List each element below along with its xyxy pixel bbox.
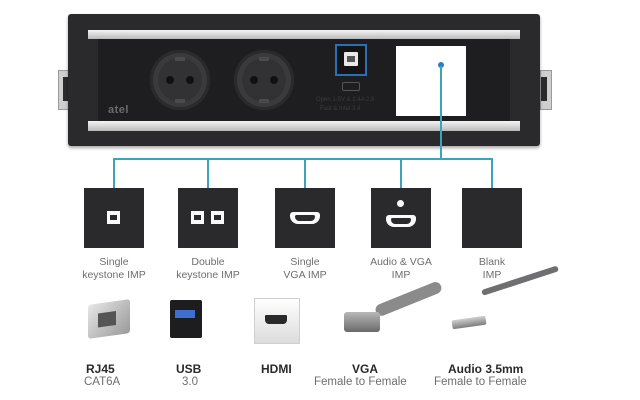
- aluminium-rail-top: [88, 30, 520, 39]
- tile-single-vga: [275, 188, 335, 248]
- highlighted-keystone-slot: [335, 44, 367, 76]
- audio-plug-image: [451, 315, 487, 330]
- accessory-title-hdmi: HDMI: [261, 362, 292, 376]
- connector-line-drop: [440, 66, 442, 160]
- module-slot-marker-icon: [438, 62, 444, 68]
- tile-single-keystone: [84, 188, 144, 248]
- vga-cable-image: [373, 280, 444, 318]
- right-mounting-clip: [540, 70, 552, 110]
- connector-line-2: [207, 158, 209, 188]
- usb-keystone-image: [170, 300, 202, 338]
- usb-caption-line1: Open 1-5V & 2.4A 2.8: [316, 97, 375, 103]
- rj45-keystone-image: [88, 299, 130, 339]
- schuko-socket-1: [150, 50, 210, 110]
- connector-line-3: [304, 158, 306, 188]
- aluminium-rail-bottom: [88, 121, 520, 131]
- audio-vga-icon: [386, 215, 416, 227]
- connector-line-4: [400, 158, 402, 188]
- audio-jack-icon: [397, 200, 404, 207]
- module-slot: [396, 46, 466, 116]
- double-keystone-icon: [211, 211, 224, 224]
- accessory-subtitle-usb: 3.0: [182, 376, 198, 388]
- tile-audio-vga: [371, 188, 431, 248]
- accessory-subtitle-vga: Female to Female: [314, 376, 407, 388]
- vga-port-icon: [290, 212, 320, 224]
- double-keystone-icon: [191, 211, 204, 224]
- usb-caption-line2: Fast & Intel 3.4: [320, 106, 361, 112]
- single-keystone-icon: [107, 211, 120, 224]
- connector-line-1: [113, 158, 115, 188]
- accessory-subtitle-rj45: CAT6A: [84, 376, 121, 388]
- connector-line-5: [491, 158, 493, 188]
- tile-double-keystone: [178, 188, 238, 248]
- accessory-title-rj45: RJ45: [86, 362, 115, 376]
- connector-line-bus: [113, 158, 493, 160]
- accessory-title-usb: USB: [176, 362, 202, 376]
- accessory-subtitle-audio: Female to Female: [434, 376, 527, 388]
- vga-plug-image: [344, 312, 380, 332]
- usb-charger-port-icon: [342, 82, 360, 91]
- brand-logo: atel: [108, 104, 129, 116]
- tile-blank: [462, 188, 522, 248]
- accessory-title-vga: VGA: [352, 362, 379, 376]
- schuko-socket-2: [234, 50, 294, 110]
- accessory-title-audio: Audio 3.5mm: [448, 362, 524, 376]
- hdmi-keystone-image: [254, 298, 300, 344]
